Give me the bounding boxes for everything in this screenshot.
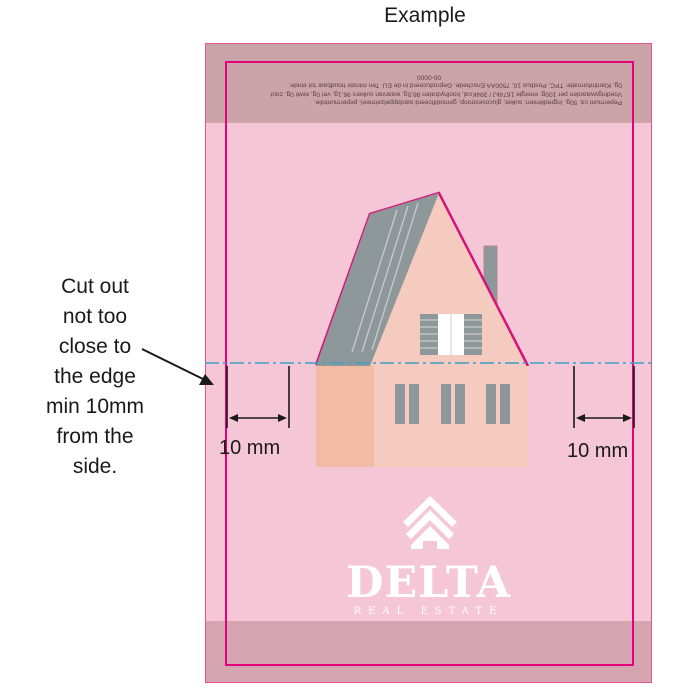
note-line: close to xyxy=(58,335,132,358)
arrowhead xyxy=(278,414,287,422)
page-title: Example xyxy=(384,4,466,27)
note-line: not too xyxy=(62,305,128,328)
logo-subtitle: REAL ESTATE xyxy=(353,606,504,617)
roof-stripe xyxy=(351,209,398,353)
upper-window xyxy=(420,314,482,355)
delta-logo: DELTA REAL ESTATE xyxy=(206,496,651,617)
left-measure-label: 10 mm xyxy=(219,437,281,459)
left-wall xyxy=(316,366,374,467)
note-line: min 10mm xyxy=(45,395,145,418)
arrowhead xyxy=(576,414,585,422)
arrowhead xyxy=(199,374,214,385)
house-illustration xyxy=(314,191,530,467)
gable xyxy=(370,193,528,366)
arrowhead xyxy=(623,414,632,422)
roof-stripe xyxy=(361,205,409,353)
note-line: the edge xyxy=(54,365,136,388)
note-line: side. xyxy=(72,455,118,478)
roof-stripe xyxy=(371,202,419,351)
cut-out-note: Cut out not too close to the edge min 10… xyxy=(30,272,160,482)
right-measure-marker xyxy=(573,366,635,428)
note-line: Cut out xyxy=(61,275,129,298)
arrowhead xyxy=(229,414,238,422)
lower-windows xyxy=(395,384,510,424)
right-measure-label: 10 mm xyxy=(567,440,629,462)
left-measure-marker xyxy=(226,366,290,428)
logo-name: DELTA xyxy=(346,558,511,608)
pointer-arrow xyxy=(141,348,206,381)
bottom-band xyxy=(206,621,651,682)
note-line: from the xyxy=(56,425,134,448)
top-band xyxy=(206,44,651,123)
delta-logo-icon xyxy=(403,496,457,549)
